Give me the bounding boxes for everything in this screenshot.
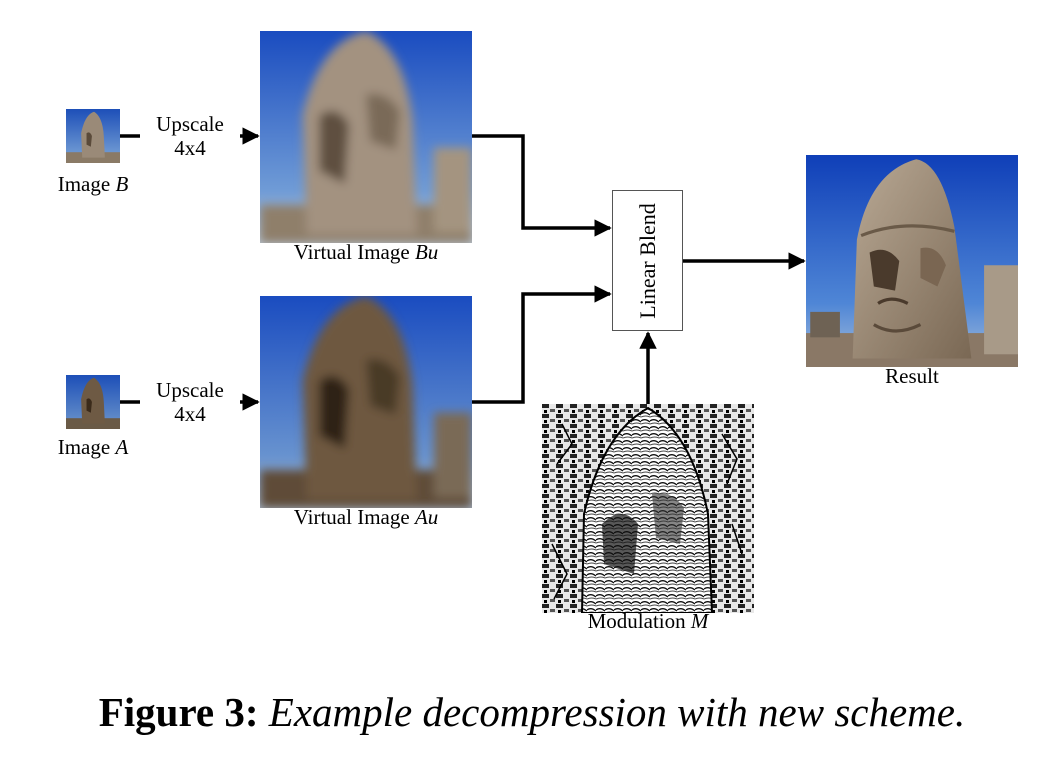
arrow-virtual-b-to-blend [472, 134, 612, 237]
modulation-label: Modulation M [587, 609, 709, 633]
virtual-image-bu [260, 31, 472, 243]
virtual-image-au-label: Virtual Image Au [293, 505, 439, 529]
linear-blend-box: Linear Blend [612, 190, 683, 331]
image-a-label: Image A [57, 435, 129, 459]
upscale-b-label: Upscale 4x4 [140, 112, 240, 160]
virtual-image-au [260, 296, 472, 508]
linear-blend-label: Linear Blend [634, 202, 660, 319]
image-b-label: Image B [57, 172, 129, 196]
upscale-a-label: Upscale 4x4 [140, 378, 240, 426]
virtual-image-bu-label: Virtual Image Bu [293, 240, 439, 264]
image-a-thumbnail [66, 375, 120, 429]
modulation-map [542, 404, 754, 613]
figure-number: Figure 3: [98, 689, 259, 735]
result-image [806, 155, 1018, 367]
figure-caption: Figure 3: Example decompression with new… [0, 688, 1064, 736]
arrow-virtual-a-to-blend [472, 285, 612, 404]
result-label: Result [885, 364, 939, 388]
figure-caption-text: Example decompression with new scheme. [258, 689, 966, 735]
image-b-thumbnail [66, 109, 120, 163]
